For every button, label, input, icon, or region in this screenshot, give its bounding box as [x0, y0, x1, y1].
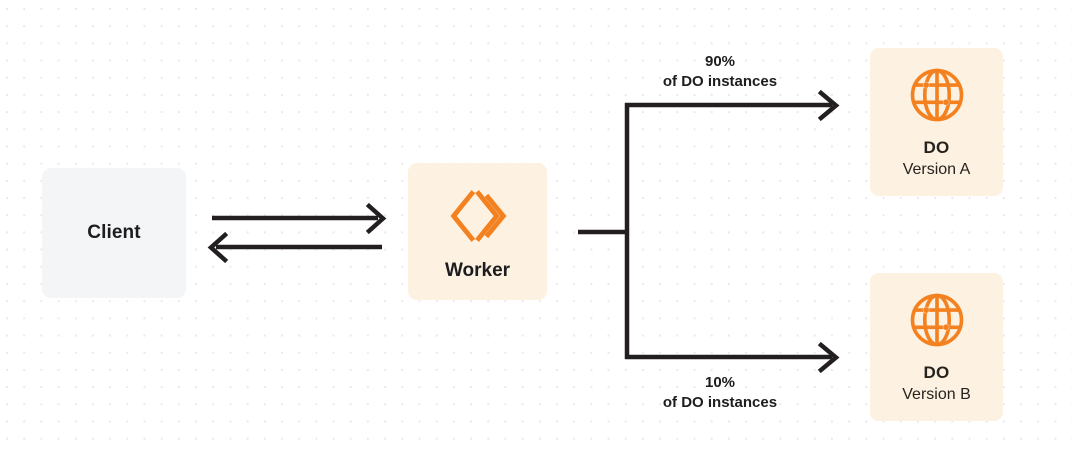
edge-split-to-do-b: [625, 341, 840, 374]
node-do-a-title: DO: [923, 137, 950, 157]
edge-worker-to-client: [207, 231, 382, 264]
node-do-version-b[interactable]: DO Version B: [870, 273, 1003, 421]
edge-label-do-b: 10% of DO instances: [594, 373, 846, 414]
edge-label-do-b-percent: 10%: [704, 374, 736, 391]
edge-label-do-a-percent: 90%: [704, 53, 736, 70]
node-worker-label: Worker: [444, 259, 511, 281]
edge-label-do-a: 90% of DO instances: [594, 52, 846, 93]
edge-client-to-worker: [212, 202, 387, 235]
node-do-b-subtitle: Version B: [902, 385, 971, 403]
edge-split-to-do-a: [625, 89, 840, 122]
node-do-a-subtitle: Version A: [902, 160, 971, 178]
node-client[interactable]: Client: [42, 168, 186, 298]
edge-label-do-a-description: of DO instances: [662, 73, 778, 91]
globe-icon: [908, 66, 966, 124]
globe-icon: [908, 291, 966, 349]
node-client-label: Client: [87, 222, 141, 243]
edge-label-do-b-description: of DO instances: [662, 394, 778, 412]
cloudflare-workers-icon: [447, 186, 509, 246]
node-do-b-title: DO: [923, 362, 950, 382]
node-worker[interactable]: Worker: [408, 163, 547, 300]
edge-worker-split-trunk: [578, 103, 630, 359]
node-do-version-a[interactable]: DO Version A: [870, 48, 1003, 196]
